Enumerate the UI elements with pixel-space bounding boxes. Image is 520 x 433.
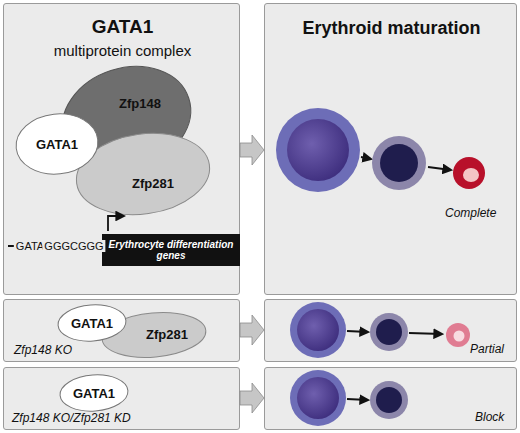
erythrocyte-cell xyxy=(453,157,485,189)
cell-center xyxy=(463,168,479,182)
proerythroblast-cell xyxy=(276,108,360,192)
maturation-arrow xyxy=(361,157,371,159)
maturation-panel: Partial xyxy=(264,299,517,362)
protein-name: GATA1 xyxy=(56,303,128,343)
block-arrow xyxy=(240,383,264,413)
blob-shape xyxy=(59,373,129,414)
condition-label: Zfp148 KO/Zfp281 KD xyxy=(12,411,131,425)
maturation-arrow xyxy=(428,167,451,170)
erythroblast-cell xyxy=(372,136,426,190)
cell-nucleus xyxy=(287,119,349,181)
protein-blob: GATA1 xyxy=(14,112,100,176)
cell-center xyxy=(454,331,465,342)
proerythroblast-cell xyxy=(290,370,346,426)
erythroblast-cell xyxy=(370,381,408,419)
complex-panel: GATA1multiprotein complexZfp148GATA1Zfp2… xyxy=(3,3,240,295)
proerythroblast-cell xyxy=(290,302,346,358)
panel-heading: GATA1 xyxy=(4,16,241,38)
block-arrow xyxy=(240,135,264,165)
protein-blob: GATA1 xyxy=(56,303,128,343)
erythroblast-cell xyxy=(370,313,408,351)
protein-name: GATA1 xyxy=(58,373,130,413)
cell-nucleus xyxy=(376,319,402,345)
cell-nucleus xyxy=(297,309,339,351)
knockout-panel: Zfp148 KOGATA1Zfp281 xyxy=(3,299,240,362)
blob-shape xyxy=(100,309,207,362)
dna-strand xyxy=(8,245,101,247)
cell-nucleus xyxy=(376,387,402,413)
maturation-arrow xyxy=(347,399,368,400)
outcome-label: Partial xyxy=(470,342,504,356)
gene-box: Erythrocyte differentiation genes xyxy=(102,234,240,266)
protein-name: Zfp148 xyxy=(119,96,161,111)
erythrocyte-cell xyxy=(446,323,470,347)
outcome-label: Block xyxy=(475,410,504,424)
protein-name: GATA1 xyxy=(14,112,100,176)
panel-subheading: multiprotein complex xyxy=(4,42,241,59)
maturation-arrow xyxy=(409,333,442,334)
protein-name: Zfp281 xyxy=(146,327,188,342)
panel-heading: Erythroid maturation xyxy=(265,18,518,39)
maturation-panel: Erythroid maturationComplete xyxy=(264,3,517,295)
protein-blob: GATA1 xyxy=(58,373,130,413)
gene-label: Erythrocyte differentiation genes xyxy=(102,234,240,266)
cell-nucleus xyxy=(380,144,418,182)
outcome-label: Complete xyxy=(445,206,496,220)
block-arrow xyxy=(240,315,264,345)
transcription-arrow xyxy=(108,216,124,231)
maturation-panel: Block xyxy=(264,367,517,430)
knockout-panel: Zfp148 KO/Zfp281 KDGATA1 xyxy=(3,367,240,430)
condition-label: Zfp148 KO xyxy=(14,343,72,357)
protein-name: Zfp281 xyxy=(132,176,174,191)
cell-nucleus xyxy=(297,377,339,419)
maturation-arrow xyxy=(347,331,368,332)
blob-shape xyxy=(71,125,215,223)
